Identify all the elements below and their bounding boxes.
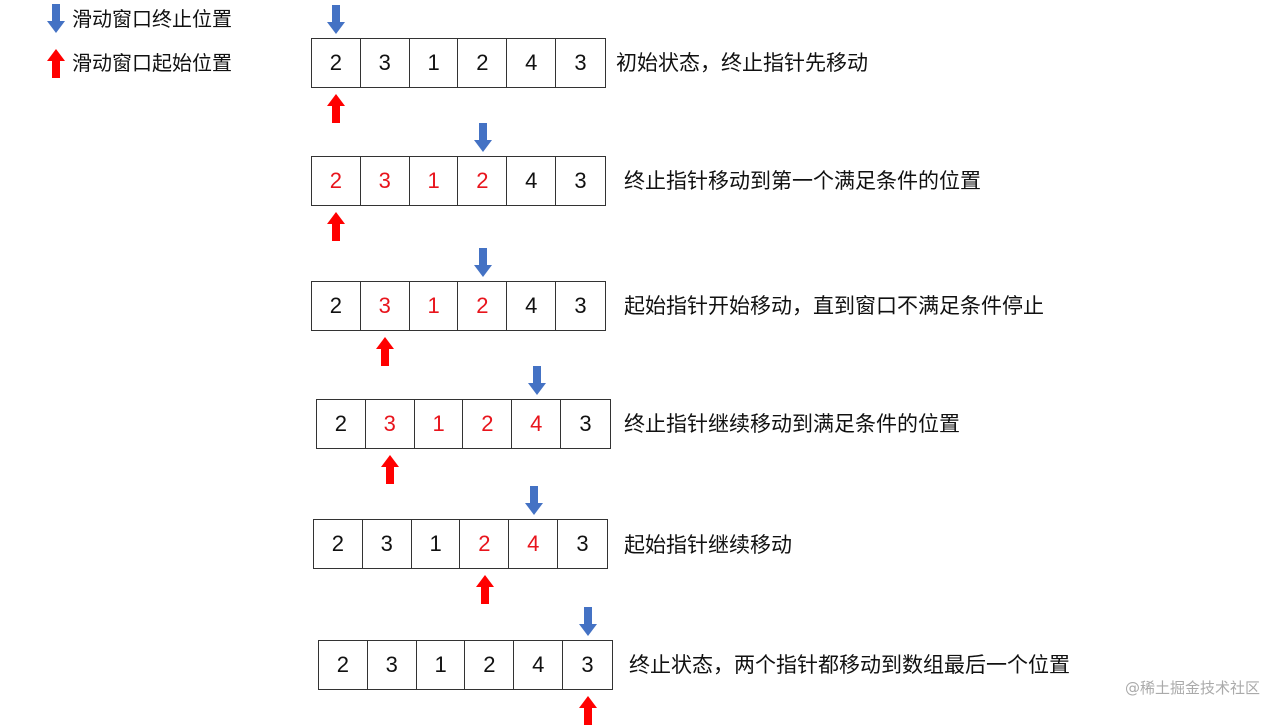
step-description: 终止指针移动到第一个满足条件的位置 [624, 169, 981, 193]
step-description: 终止指针继续移动到满足条件的位置 [624, 412, 960, 436]
array-cell: 1 [410, 39, 459, 87]
end-pointer-arrow-icon [474, 248, 493, 277]
array-cell: 4 [507, 282, 557, 330]
array-cell: 4 [514, 641, 564, 689]
array-cell: 4 [509, 520, 559, 568]
array-cell: 3 [361, 39, 410, 87]
array-cell: 4 [512, 400, 562, 448]
array-cell: 4 [507, 157, 557, 205]
array-cell: 3 [574, 293, 587, 318]
step-description: 终止状态，两个指针都移动到数组最后一个位置 [629, 653, 1070, 677]
start-pointer-arrow-icon [375, 337, 394, 366]
array-cell: 2 [458, 39, 508, 87]
array-cell: 2 [312, 157, 361, 205]
legend-end-pointer: 滑动窗口终止位置 [46, 4, 232, 34]
start-pointer-arrow-icon [579, 696, 598, 725]
red-up-arrow-icon [47, 49, 65, 78]
end-pointer-arrow-icon [528, 366, 547, 395]
array-cell: 3 [366, 400, 415, 448]
array-cell: 2 [317, 400, 366, 448]
legend-end-label: 滑动窗口终止位置 [72, 7, 232, 31]
start-pointer-arrow-icon [380, 455, 399, 484]
array-cell: 3 [368, 641, 417, 689]
step-description: 起始指针开始移动，直到窗口不满足条件停止 [624, 294, 1044, 318]
end-pointer-arrow-icon [579, 607, 598, 636]
legend-start-pointer: 滑动窗口起始位置 [46, 48, 232, 78]
array-cell: 2 [465, 641, 515, 689]
step-description: 起始指针继续移动 [624, 533, 792, 557]
array-cell: 1 [410, 157, 459, 205]
start-pointer-arrow-icon [326, 212, 345, 241]
array-cell: 1 [415, 400, 464, 448]
start-pointer-arrow-icon [326, 94, 345, 123]
watermark: @稀土掘金技术社区 [1124, 679, 1260, 697]
end-pointer-arrow-icon [525, 486, 544, 515]
step-description: 初始状态，终止指针先移动 [616, 51, 868, 75]
array-cell: 2 [319, 641, 368, 689]
array-cell: 3 [581, 652, 594, 677]
array-cell: 2 [314, 520, 363, 568]
array-cell: 3 [361, 157, 410, 205]
array-cell: 1 [410, 282, 459, 330]
array-cell: 3 [574, 50, 587, 75]
array-cell: 4 [507, 39, 557, 87]
blue-down-arrow-icon [47, 4, 65, 33]
array-cell: 1 [412, 520, 461, 568]
array-cell: 2 [460, 520, 510, 568]
array-cell: 2 [463, 400, 513, 448]
array-cell: 3 [576, 531, 589, 556]
array-cell: 3 [363, 520, 412, 568]
array-cell: 2 [458, 157, 508, 205]
end-pointer-arrow-icon [474, 123, 493, 152]
end-pointer-arrow-icon [326, 5, 345, 34]
array-cell: 2 [458, 282, 508, 330]
array-cell: 3 [579, 411, 592, 436]
array-cell: 2 [312, 282, 361, 330]
array-cell: 1 [417, 641, 466, 689]
legend-start-label: 滑动窗口起始位置 [72, 51, 232, 75]
array-cell: 3 [574, 168, 587, 193]
start-pointer-arrow-icon [476, 575, 495, 604]
array-cell: 2 [312, 39, 361, 87]
array-cell: 3 [361, 282, 410, 330]
